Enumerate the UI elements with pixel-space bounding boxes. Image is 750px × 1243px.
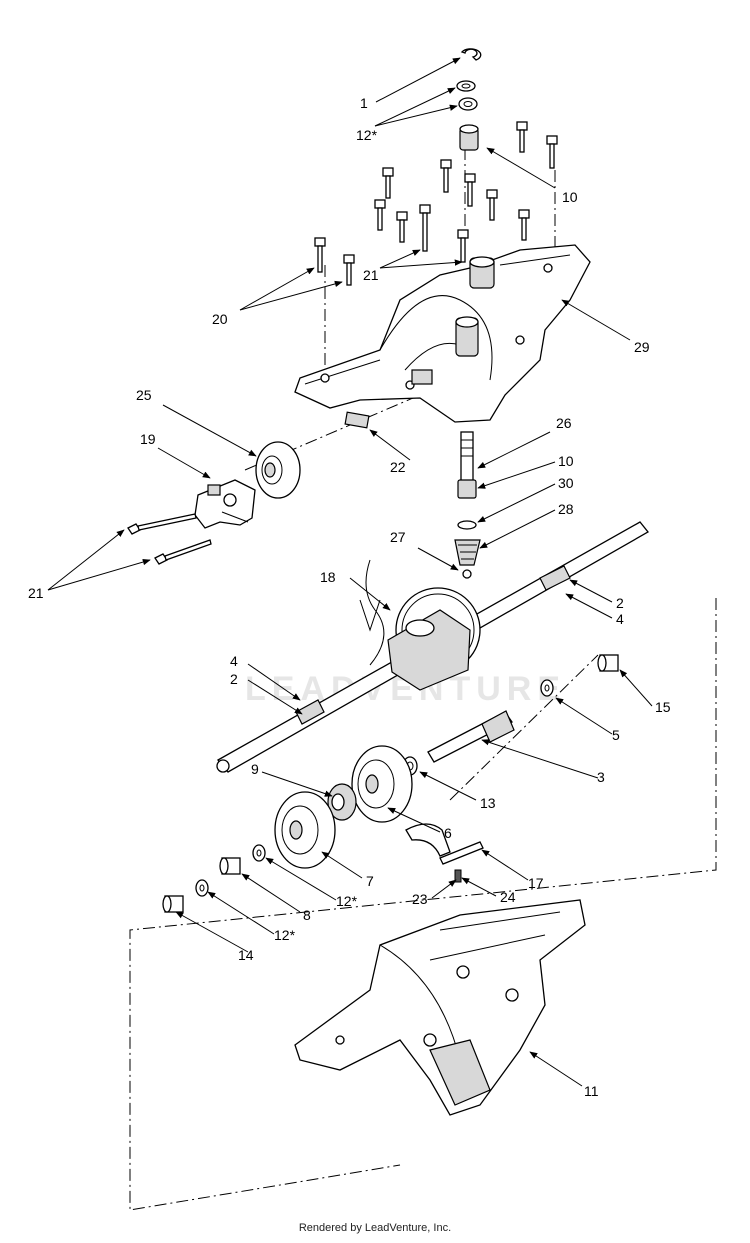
callout-12b: 12*	[336, 893, 358, 909]
lower-housing-part	[294, 899, 586, 1116]
callout-29: 29	[634, 339, 650, 355]
callout-9: 9	[251, 761, 259, 777]
washers-part	[456, 80, 478, 111]
callout-21a: 21	[363, 267, 379, 283]
bracket-bolts	[127, 513, 212, 565]
callout-18: 18	[320, 569, 336, 585]
callout-8: 8	[303, 907, 311, 923]
shift-collar-9-part	[327, 783, 357, 821]
callout-22: 22	[390, 459, 406, 475]
upper-housing-part	[294, 244, 591, 423]
callout-21b: 21	[28, 585, 44, 601]
gear-6-part	[351, 745, 413, 823]
callout-2a: 2	[616, 595, 624, 611]
key-part	[344, 411, 370, 429]
callout-3: 3	[597, 769, 605, 785]
callout-11: 11	[584, 1083, 599, 1099]
callout-1: 1	[360, 95, 368, 111]
shaft-3-part	[427, 710, 515, 763]
callout-17: 17	[528, 875, 544, 891]
callout-12a: 12*	[356, 127, 378, 143]
callout-15: 15	[655, 699, 671, 715]
callout-5: 5	[612, 727, 620, 743]
pulley-part	[255, 441, 301, 499]
callout-2b: 2	[230, 671, 238, 687]
callout-19: 19	[140, 431, 156, 447]
callout-10a: 10	[562, 189, 578, 205]
callout-13: 13	[480, 795, 496, 811]
bushing-15-part	[597, 654, 619, 672]
callout-24: 24	[500, 889, 516, 905]
callout-7: 7	[366, 873, 374, 889]
input-shaft-stack	[454, 431, 481, 579]
callout-4a: 4	[616, 611, 624, 627]
callout-25: 25	[136, 387, 152, 403]
callout-28: 28	[558, 501, 574, 517]
washer-5-part	[540, 679, 554, 697]
callout-14: 14	[238, 947, 254, 963]
callout-26: 26	[556, 415, 572, 431]
callout-labels: 1 12* 10 21 20 29 25 19 22 26 10 30 28 2…	[28, 95, 671, 1099]
e-clip-part	[460, 48, 482, 61]
callout-27: 27	[390, 529, 406, 545]
callout-23: 23	[412, 891, 428, 907]
gear-7-part	[274, 791, 336, 869]
axle-differential-part	[216, 521, 649, 773]
callout-6: 6	[444, 825, 452, 841]
callout-30: 30	[558, 475, 574, 491]
callout-4b: 4	[230, 653, 238, 669]
callout-12c: 12*	[274, 927, 296, 943]
callout-10b: 10	[558, 453, 574, 469]
shift-bracket-part	[194, 479, 256, 529]
leader-lines	[47, 57, 653, 1087]
callout-20: 20	[212, 311, 228, 327]
footer-credit: Rendered by LeadVenture, Inc.	[298, 1222, 452, 1234]
upper-bolts	[314, 121, 558, 286]
small-washers-bushings	[162, 844, 266, 913]
needle-bearing-part	[459, 124, 479, 151]
